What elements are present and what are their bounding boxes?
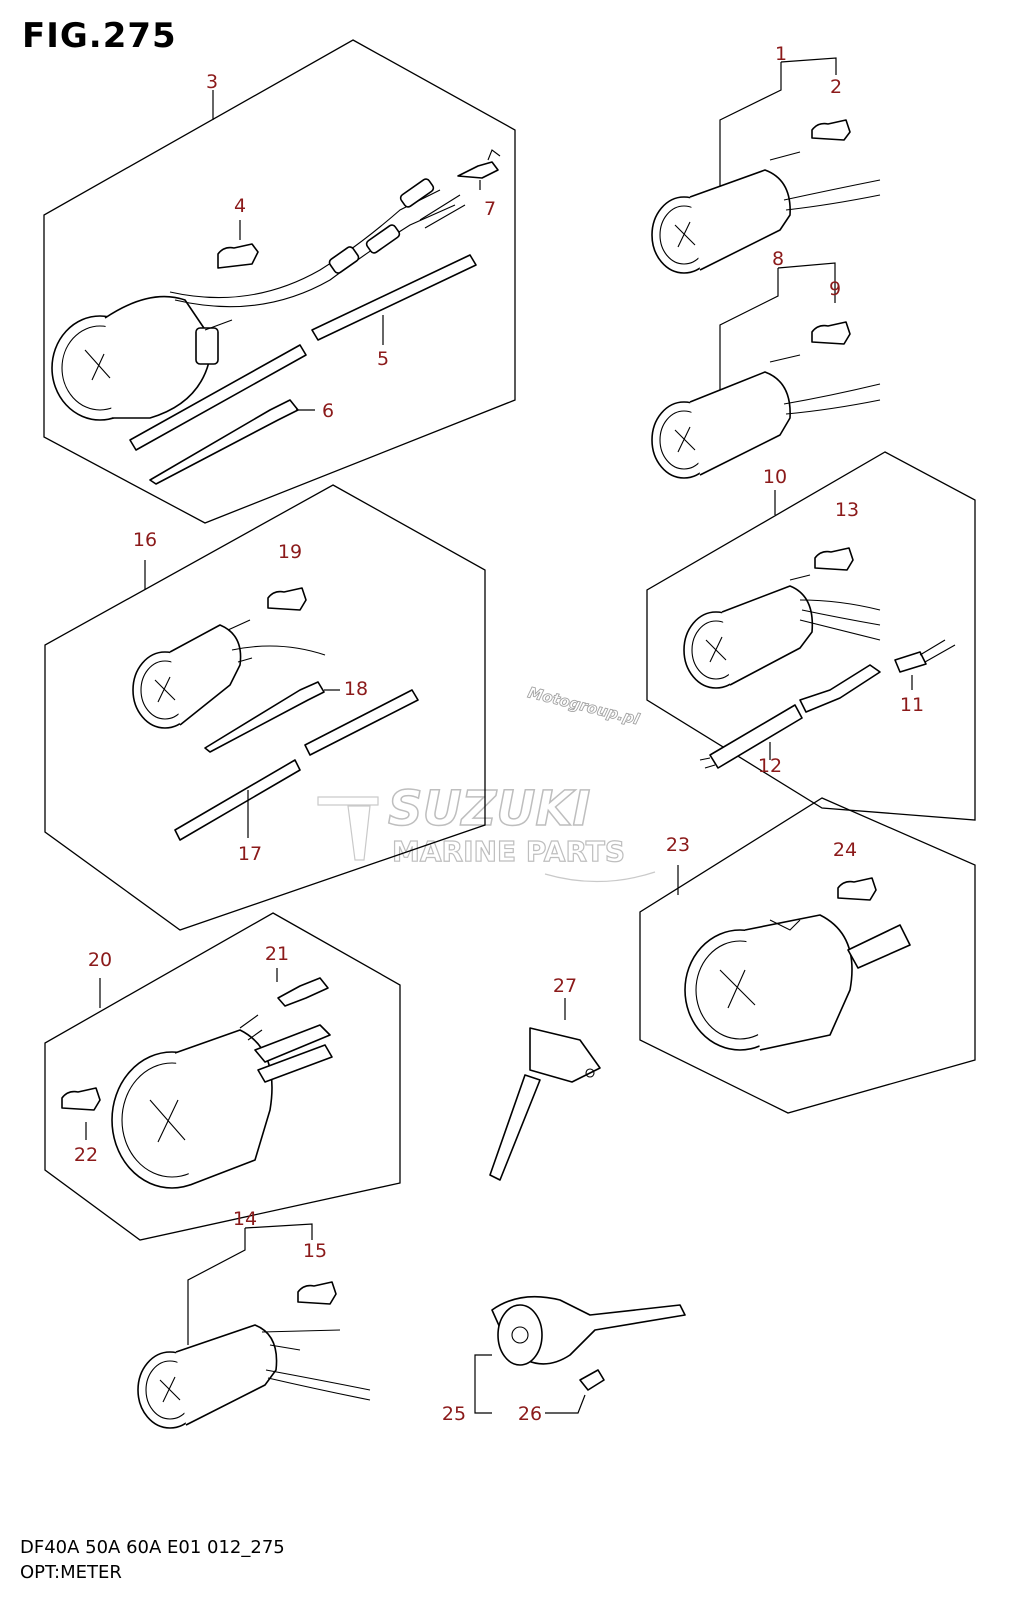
callout-15: 15: [303, 1240, 327, 1262]
group-14-meter: [137, 1223, 371, 1429]
callout-14: 14: [233, 1208, 257, 1230]
watermark-logo-icon: [317, 796, 379, 861]
group-10-meter-kit: [646, 451, 976, 821]
callout-20: 20: [88, 949, 112, 971]
callout-13: 13: [835, 499, 859, 521]
callout-16: 16: [133, 529, 157, 551]
callout-9: 9: [829, 278, 841, 300]
watermark-site: Motogroup.pl: [526, 683, 642, 728]
callout-19: 19: [278, 541, 302, 563]
callout-23: 23: [666, 834, 690, 856]
group-25-bracket: [474, 1295, 686, 1414]
callout-12: 12: [758, 755, 782, 777]
callout-7: 7: [484, 198, 496, 220]
callout-17: 17: [238, 843, 262, 865]
group-23-meter: [639, 797, 976, 1114]
watermark-subtitle: MARINE PARTS: [392, 835, 625, 868]
group-3-tachometer-kit: [43, 39, 516, 524]
callout-3: 3: [206, 71, 218, 93]
group-1-meter: [651, 57, 881, 274]
callout-4: 4: [234, 195, 246, 217]
callout-5: 5: [377, 348, 389, 370]
callout-18: 18: [344, 678, 368, 700]
watermark-brand: SUZUKI: [388, 781, 590, 837]
callout-22: 22: [74, 1144, 98, 1166]
group-16-meter-kit: [44, 484, 486, 931]
callout-6: 6: [322, 400, 334, 422]
callout-1: 1: [775, 43, 787, 65]
callout-26: 26: [518, 1403, 542, 1425]
callout-8: 8: [772, 248, 784, 270]
callout-10: 10: [763, 466, 787, 488]
callout-27: 27: [553, 975, 577, 997]
group-8-meter: [651, 262, 881, 479]
callout-2: 2: [830, 76, 842, 98]
model-line: DF40A 50A 60A E01 012_275: [20, 1537, 285, 1558]
callout-25: 25: [442, 1403, 466, 1425]
callout-21: 21: [265, 943, 289, 965]
section-name: OPT:METER: [20, 1562, 122, 1583]
callout-24: 24: [833, 839, 857, 861]
callout-labels: 1 2 3 4 5 6 7 8 9 10 11 12 13 14 15 16 1…: [74, 43, 924, 1425]
group-20-meter: [44, 912, 401, 1241]
callout-11: 11: [900, 694, 924, 716]
figure-title: FIG.275: [22, 16, 177, 56]
group-27-sender: [489, 998, 601, 1181]
